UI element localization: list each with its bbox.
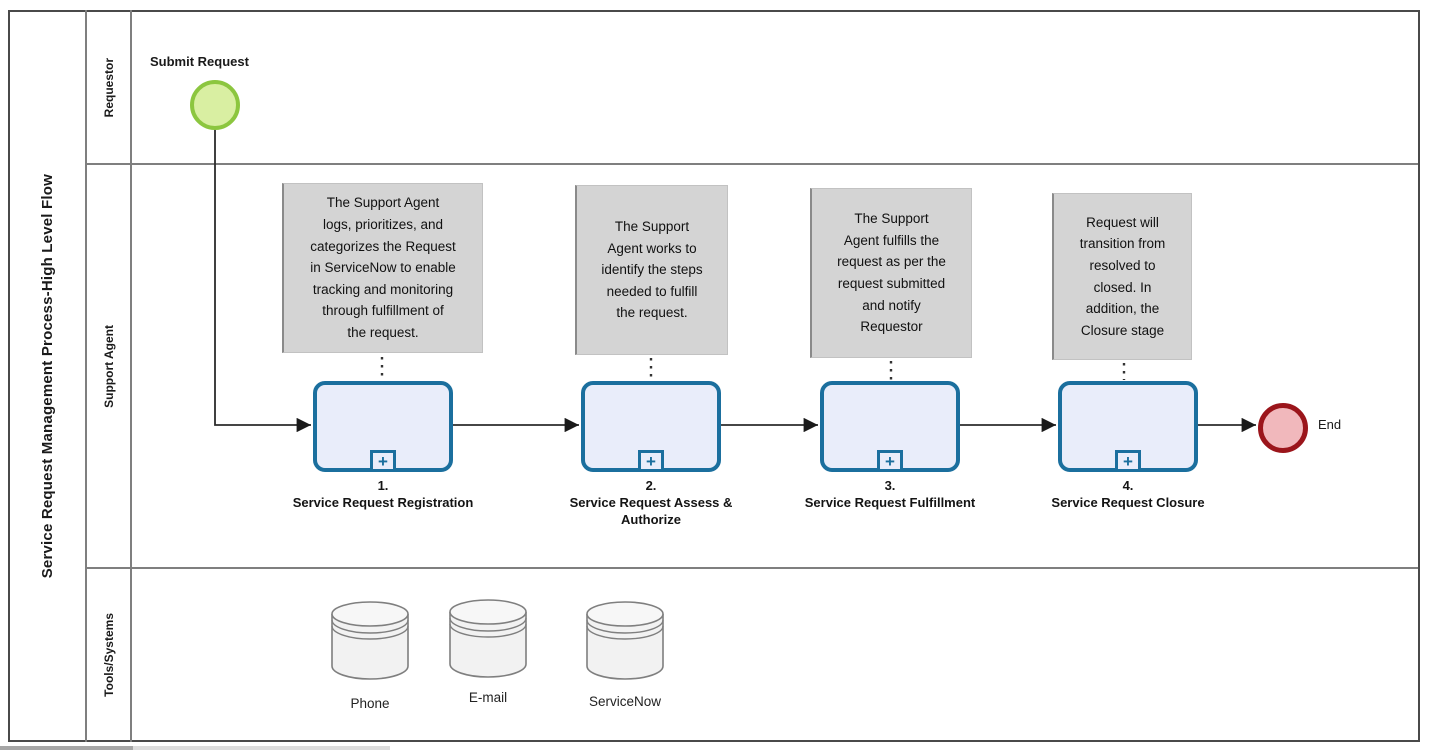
annotation-fulfillment: The Support Agent fulfills the request a… [810,188,972,358]
pool-title: Service Request Management Process-High … [39,173,56,579]
datastore-label-servicenow: ServiceNow [588,694,662,709]
task-name: Service Request Closure [1051,494,1205,510]
end-event-icon [1258,403,1308,453]
subprocess-plus-icon[interactable]: + [638,450,664,472]
lane-divider-requestor-supportagent [85,163,1418,165]
task-fulfillment: + [820,381,960,472]
task-number: 4. [1122,478,1134,493]
start-event-icon [190,80,240,130]
lane-label-tools-systems: Tools/Systems [101,612,116,697]
subprocess-plus-icon[interactable]: + [877,450,903,472]
end-event-label: End [1318,417,1342,432]
datastore-label-email: E-mail [468,690,508,705]
annotation-closure: Request will transition from resolved to… [1052,193,1192,360]
annotation-closure-text: Request will transition from resolved to… [1079,214,1166,338]
annotation-registration-text: The Support Agent logs, prioritizes, and… [310,195,456,340]
task-registration: + [313,381,453,472]
lane-support-agent: Support Agent [87,165,130,567]
lane-label-support-agent: Support Agent [101,324,116,408]
pool-title-divider [85,10,87,742]
datastore-cylinder-icon [449,599,527,678]
datastore-cylinder-icon [331,601,409,680]
lane-tools-systems: Tools/Systems [87,569,130,740]
pool-title-cell: Service Request Management Process-High … [10,12,85,740]
annotation-registration: The Support Agent logs, prioritizes, and… [282,183,483,353]
task-number: 1. [377,478,389,493]
annotation-assess: The Support Agent works to identify the … [575,185,728,355]
task-number: 3. [884,478,896,493]
datastore-label-phone: Phone [350,696,390,711]
start-event-label: Submit Request [150,54,249,69]
scrollbar-track[interactable] [133,746,390,750]
task-label-closure: 4. Service Request Closure [1008,478,1248,512]
datastore-cylinder-icon [586,601,664,680]
task-closure: + [1058,381,1198,472]
pool-border [8,10,1420,742]
lane-divider-supportagent-tools [85,567,1418,569]
scrollbar-thumb[interactable] [0,746,133,750]
task-label-assess-authorize: 2. Service Request Assess & Authorize [531,478,771,529]
task-name: Service Request Registration [292,494,474,510]
annotation-assess-text: The Support Agent works to identify the … [601,219,703,321]
task-label-fulfillment: 3. Service Request Fulfillment [770,478,1010,512]
lane-requestor: Requestor [87,12,130,163]
subprocess-plus-icon[interactable]: + [370,450,396,472]
task-assess-authorize: + [581,381,721,472]
annotation-fulfillment-text: The Support Agent fulfills the request a… [837,211,946,335]
subprocess-plus-icon[interactable]: + [1115,450,1141,472]
task-number: 2. [645,478,657,493]
task-name: Service Request Assess & Authorize [569,494,733,527]
lane-label-divider [130,10,132,742]
task-label-registration: 1. Service Request Registration [263,478,503,512]
task-name: Service Request Fulfillment [804,494,976,510]
lane-label-requestor: Requestor [101,57,116,118]
